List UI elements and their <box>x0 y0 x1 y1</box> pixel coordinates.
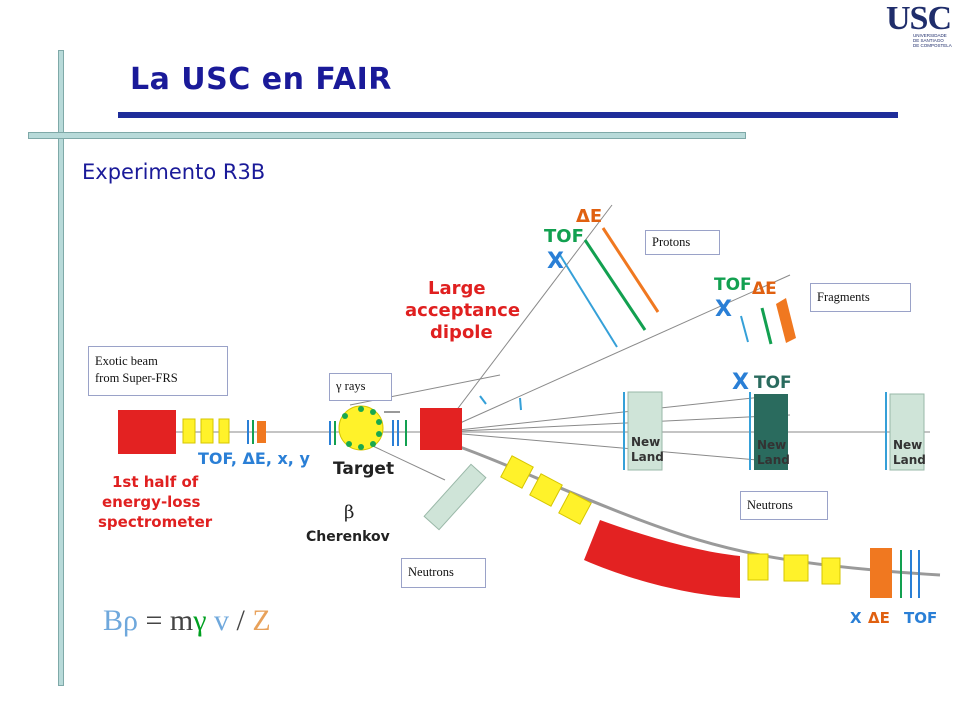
formula-slash: / <box>229 604 253 637</box>
newland-1 <box>627 391 663 471</box>
callout-neutrons-right: Neutrons <box>740 491 828 520</box>
exit-quad-1 <box>747 553 769 581</box>
gamma-symbol: γ <box>336 379 342 393</box>
page-title: La USC en FAIR <box>130 62 392 97</box>
dipole-magnet <box>420 408 462 450</box>
label-spectrometer-1: 1st half of <box>112 473 199 491</box>
callout-neutrons-bottom: Neutrons <box>401 558 486 588</box>
formula-gamma: γ <box>193 604 207 637</box>
callout-exotic-line-1: Exotic beam <box>95 354 158 368</box>
logo-wordmark: USC <box>886 0 952 37</box>
label-dipole-1: Large <box>428 278 486 299</box>
callout-neutrons-right-text: Neutrons <box>747 498 793 512</box>
bend-quad-3 <box>558 491 592 525</box>
exit-quad-2 <box>783 554 809 582</box>
proton-de-detector <box>601 227 660 313</box>
label-beta: β <box>344 502 354 523</box>
newland-3-line-2: Land <box>893 453 926 467</box>
spectrometer-magnet <box>118 410 176 454</box>
label-mid-tof: TOF <box>714 275 752 295</box>
x-detector-left <box>257 421 266 443</box>
bend-quad-2 <box>529 473 563 507</box>
newland-3 <box>889 393 925 471</box>
bending-magnet <box>584 520 740 598</box>
label-top-de: ΔE <box>576 206 602 227</box>
label-top-tof: TOF <box>544 226 584 247</box>
vertical-rule <box>58 50 64 686</box>
callout-neutrons-bottom-text: Neutrons <box>408 565 454 579</box>
newland-2 <box>754 394 788 470</box>
label-bottom-tof: TOF <box>904 609 937 627</box>
newland-2-line-1: New <box>757 438 786 452</box>
logo-subtitle-line-2: DE SANTIAGO <box>913 38 944 43</box>
label-right-x: X <box>732 370 749 395</box>
label-target: Target <box>333 459 394 479</box>
callout-fragments-text: Fragments <box>817 290 870 304</box>
quadrupole-1 <box>182 418 196 444</box>
label-right-tof: TOF <box>754 373 792 393</box>
callout-exotic-line-2: from Super-FRS <box>95 371 178 385</box>
title-underline <box>118 112 898 118</box>
label-left-detectors: TOF, ΔE, x, y <box>198 449 310 468</box>
label-bottom-de: ΔE <box>868 609 890 627</box>
formula-m: m <box>169 604 194 637</box>
label-mid-x: X <box>715 297 732 322</box>
exit-x-detector <box>870 548 892 598</box>
formula-eq: = <box>138 604 170 637</box>
bend-quad-1 <box>500 455 534 489</box>
logo-subtitle-line-3: DE COMPOSTELA <box>913 43 952 48</box>
fragment-tof-detector <box>760 307 773 345</box>
exit-quad-3 <box>821 557 841 585</box>
logo-subtitle-line-1: UNIVERSIDADE <box>913 33 947 38</box>
label-dipole-2: acceptance <box>405 300 520 321</box>
callout-exotic-beam: Exotic beam from Super-FRS <box>88 346 228 396</box>
proton-track-tick <box>479 395 487 405</box>
gamma-crystals <box>342 406 382 450</box>
quadrupole-2 <box>200 418 214 444</box>
newland-2-line-2: Land <box>757 453 790 467</box>
gamma-array <box>338 405 384 451</box>
header-divider <box>28 132 746 139</box>
label-top-x: X <box>547 249 564 274</box>
newland-1-line-1: New <box>631 435 660 449</box>
fragment-track-tick <box>519 397 522 411</box>
label-mid-de: ΔE <box>752 279 777 299</box>
formula-v: v <box>206 604 230 637</box>
newland-1-line-2: Land <box>631 450 664 464</box>
quadrupole-3 <box>218 418 230 444</box>
callout-gamma-rays: γ rays <box>329 373 392 401</box>
label-bottom-x: X <box>850 609 862 627</box>
formula-z: Z <box>252 604 271 637</box>
newland-3-line-1: New <box>893 438 922 452</box>
formula-b: B <box>103 604 124 637</box>
rigidity-formula: Bρ = mγ v / Z <box>103 604 271 638</box>
label-dipole-3: dipole <box>430 322 493 343</box>
label-cherenkov: Cherenkov <box>306 529 390 545</box>
formula-rho: ρ <box>123 604 138 637</box>
label-spectrometer-2: energy-loss <box>102 493 201 511</box>
callout-gamma-text: rays <box>344 379 366 393</box>
callout-protons: Protons <box>645 230 720 255</box>
usc-logo: USC UNIVERSIDADE DE SANTIAGO DE COMPOSTE… <box>886 2 956 50</box>
fragment-x-detector <box>740 315 749 343</box>
label-spectrometer-3: spectrometer <box>98 513 213 531</box>
page-subtitle: Experimento R3B <box>82 160 266 184</box>
fragment-de-detector <box>776 298 796 343</box>
cherenkov-detector <box>423 463 487 531</box>
logo-subtitle: UNIVERSIDADE DE SANTIAGO DE COMPOSTELA <box>913 33 957 48</box>
proton-tof-detector <box>583 239 647 331</box>
proton-x-detector <box>559 254 618 348</box>
callout-fragments: Fragments <box>810 283 911 312</box>
callout-protons-text: Protons <box>652 235 691 249</box>
